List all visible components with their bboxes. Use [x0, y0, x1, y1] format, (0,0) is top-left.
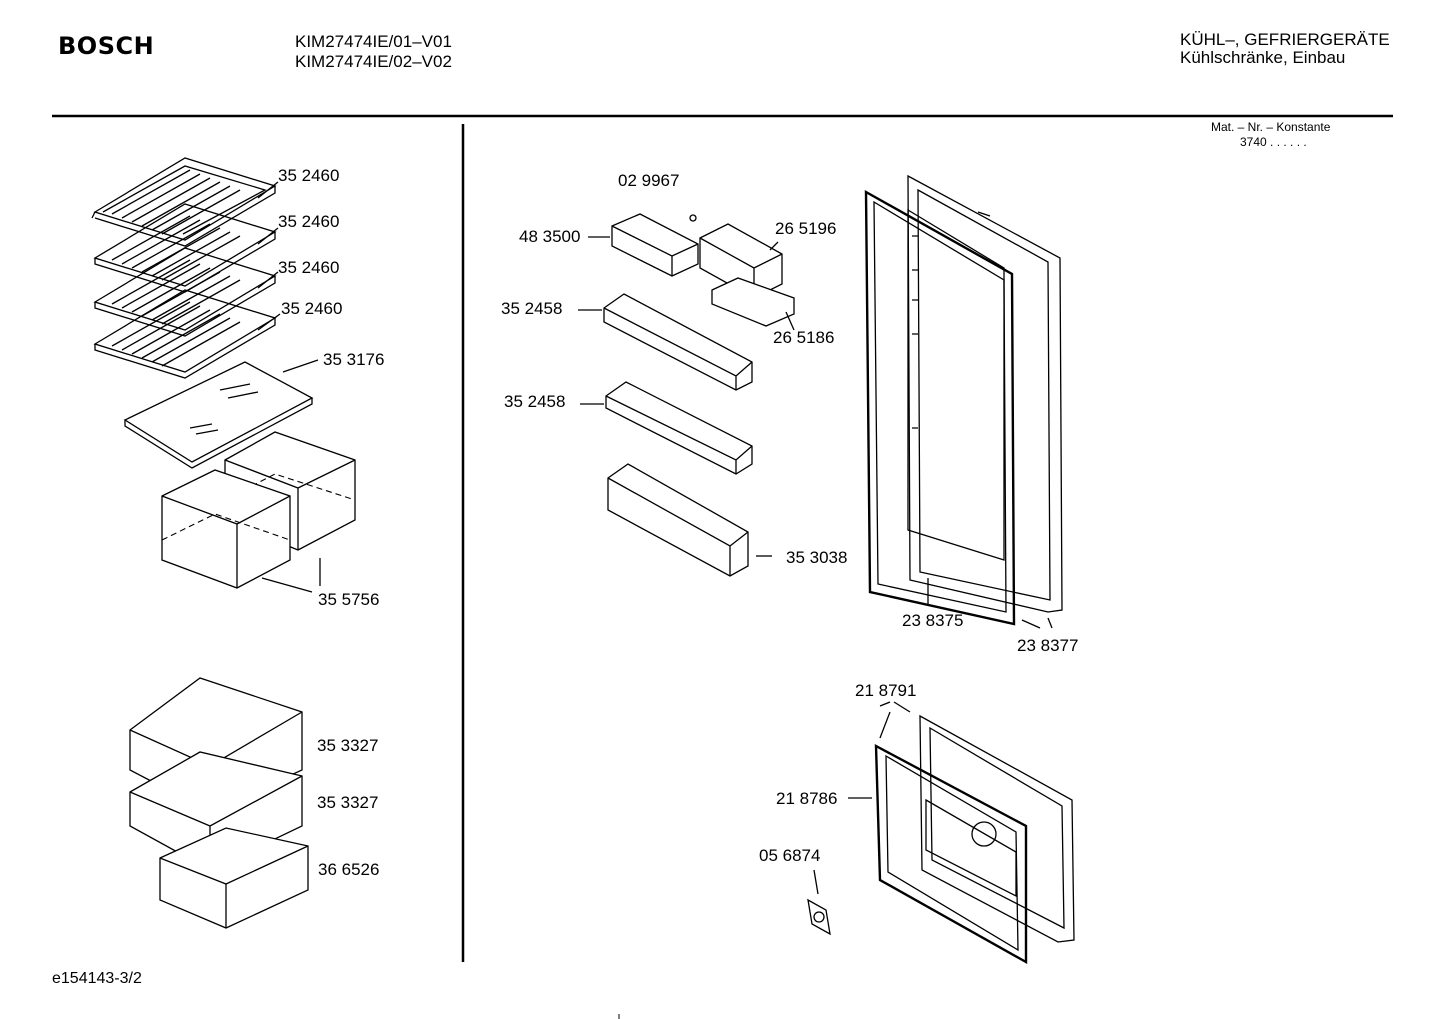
part-number-label: 21 8786	[776, 789, 838, 808]
part-number-label: 35 3176	[323, 350, 385, 369]
part-number-label: 35 5756	[318, 590, 380, 609]
model-number: KIM27474IE/01–V01	[295, 32, 452, 51]
part-number-label: 35 2460	[281, 299, 343, 318]
mat-nr-value: 3740 . . . . . .	[1240, 135, 1307, 149]
brand-logo: BOSCH	[58, 32, 155, 60]
part-number-label: 02 9967	[618, 171, 680, 190]
part-number-label: 35 2460	[278, 166, 340, 185]
document-id: e154143-3/2	[52, 970, 142, 987]
freezer-baskets	[129, 677, 309, 929]
part-number-label: 35 3327	[317, 736, 379, 755]
part-number-label: 35 2460	[278, 212, 340, 231]
fridge-door	[864, 174, 1063, 629]
wire-shelf	[91, 157, 277, 247]
category-subtitle: Kühlschränke, Einbau	[1180, 48, 1346, 67]
mat-nr-label: Mat. – Nr. – Konstante	[1211, 120, 1331, 134]
part-number-label: 36 6526	[318, 860, 380, 879]
part-number-label: 26 5186	[773, 328, 835, 347]
category-title: KÜHL–, GEFRIERGERÄTE	[1180, 30, 1390, 49]
part-number-label: 35 2458	[501, 299, 563, 318]
part-number-label: 35 3038	[786, 548, 848, 567]
part-number-label: 23 8377	[1017, 636, 1079, 655]
model-number: KIM27474IE/02–V02	[295, 52, 452, 71]
part-number-label: 35 3327	[317, 793, 379, 812]
part-number-label: 21 8791	[855, 681, 917, 700]
wire-shelf	[93, 289, 277, 379]
part-number-label: 48 3500	[519, 227, 581, 246]
glass-shelf	[123, 359, 319, 469]
freezer-door	[807, 701, 1075, 965]
screw-icon	[689, 214, 697, 222]
part-number-label: 26 5196	[775, 219, 837, 238]
wire-shelf	[93, 247, 277, 337]
thermostat-knob-icon	[807, 898, 831, 936]
part-number-label: 23 8375	[902, 611, 964, 630]
crisper-drawers	[161, 431, 356, 593]
part-number-label: 05 6874	[759, 846, 821, 865]
door-shelves	[578, 213, 795, 577]
part-number-label: 35 2460	[278, 258, 340, 277]
part-number-label: 35 2458	[504, 392, 566, 411]
